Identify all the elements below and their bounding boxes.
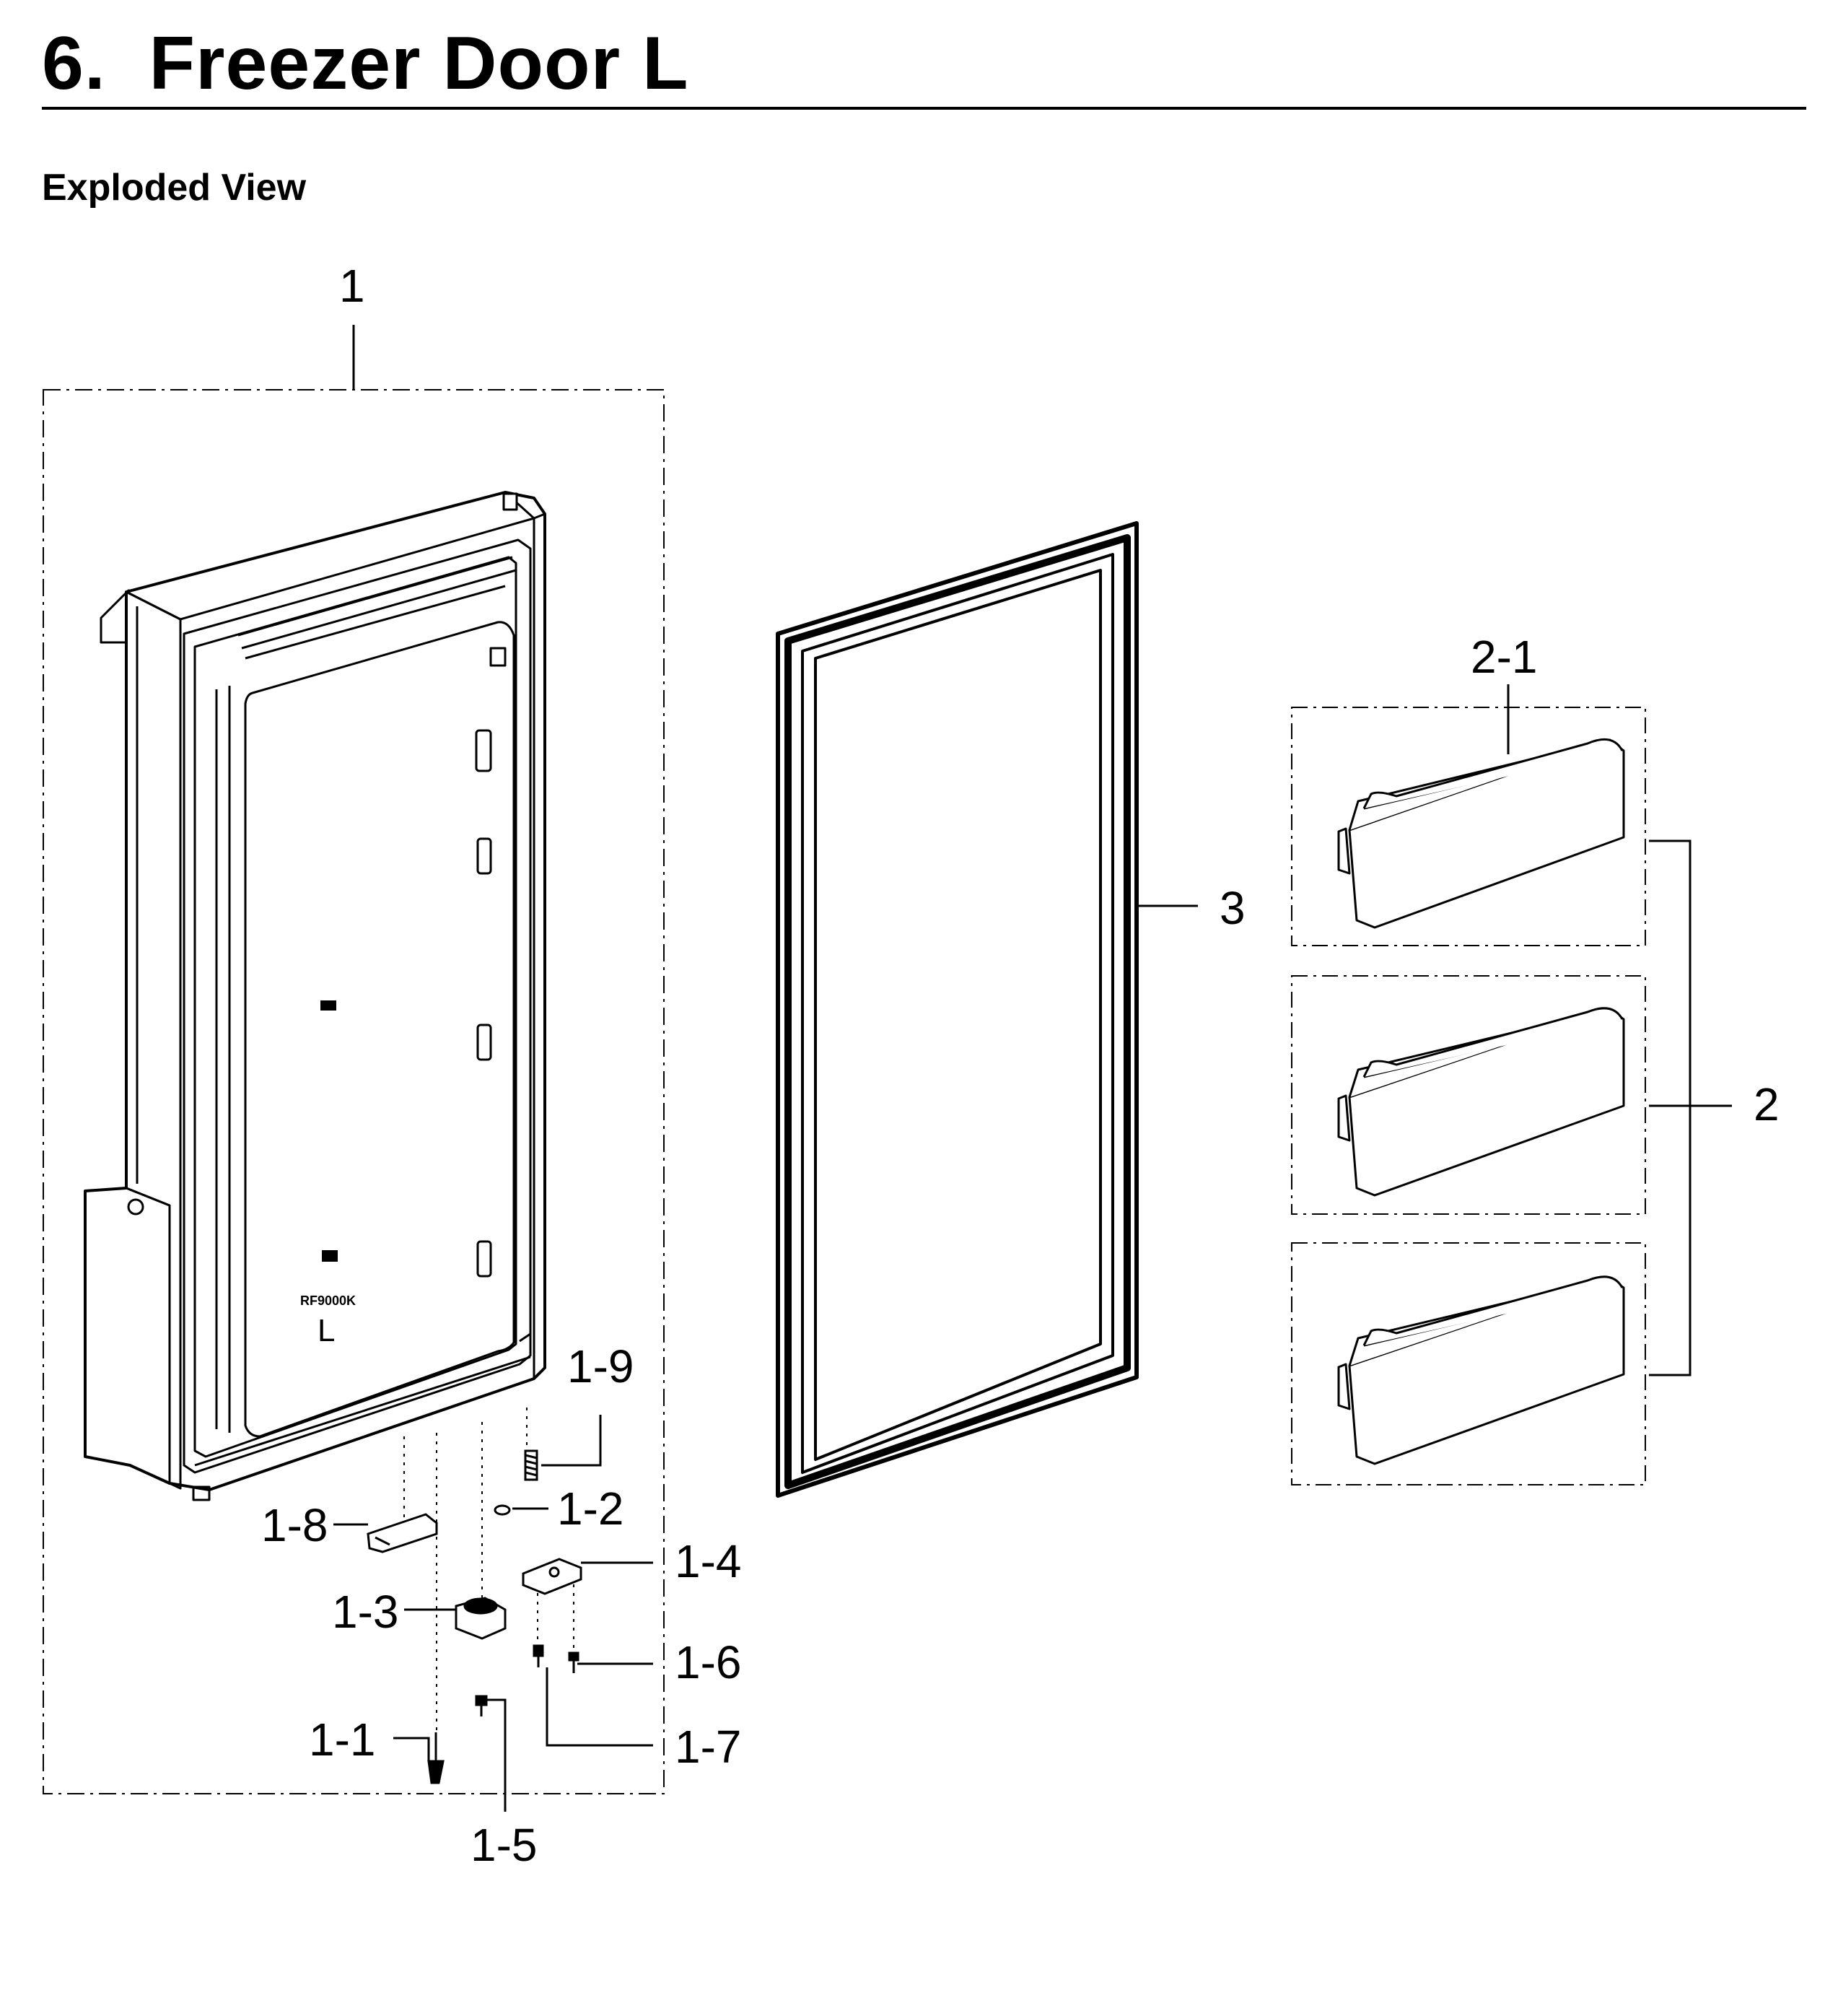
page-title: 6. Freezer Door L (42, 22, 689, 105)
callout-leader-1-9 (541, 1415, 602, 1467)
title-rule (42, 107, 1806, 110)
callout-leader-1-5 (485, 1698, 507, 1812)
door-top-rail-lower (245, 585, 506, 660)
callout-label-1-4: 1-4 (675, 1535, 742, 1587)
bins-group: 2-1 (1291, 631, 1780, 1485)
hinge-pin-part (427, 1732, 445, 1784)
gasket-inner (814, 569, 1102, 1461)
gasket-group: 3 (776, 521, 1246, 1498)
screw-part-1-5 (475, 1695, 488, 1716)
door-bin-2 (1337, 1007, 1625, 1197)
callout-leader-1-1 (393, 1737, 430, 1761)
door-shelf-clip-4 (476, 1240, 492, 1278)
washer-part (494, 1504, 511, 1516)
callout-label-1-2: 1-2 (557, 1483, 624, 1535)
door-side-marking: L (318, 1313, 335, 1348)
gasket-outer (776, 521, 1139, 1498)
callout-label-1-3: 1-3 (332, 1586, 399, 1638)
door-bottom-edge (194, 1332, 531, 1467)
section-heading: Exploded View (42, 167, 307, 209)
screw-part-1-7 (533, 1644, 544, 1667)
callout-label-1-1: 1-1 (309, 1714, 376, 1766)
callout-label-1: 1 (339, 260, 365, 312)
hinge-bracket-hole (548, 1566, 560, 1578)
door-assembly-group: RF9000K L (43, 260, 742, 1871)
door-shelf-clip-2 (476, 837, 492, 875)
door-lower-box (84, 1187, 171, 1485)
callout-leader-1-7 (546, 1667, 653, 1747)
spring-part (524, 1449, 538, 1481)
callout-label-3: 3 (1220, 882, 1246, 934)
callout-label-1-7: 1-7 (675, 1721, 742, 1773)
door-logo-plate-1 (320, 1000, 336, 1011)
door-outer-frame (84, 491, 546, 1491)
door-foot (192, 1485, 211, 1501)
door-stop-part (367, 1513, 438, 1553)
callout-label-2: 2 (1754, 1078, 1780, 1130)
door-logo-plate-2 (322, 1250, 338, 1262)
screw-part-1-6 (568, 1651, 579, 1673)
gasket-mid (801, 553, 1114, 1474)
callout-label-1-5: 1-5 (471, 1819, 538, 1871)
door-top-rail-upper (237, 556, 517, 650)
sub-part-leaders (333, 1415, 653, 1812)
door-dike-panel (244, 621, 515, 1438)
callout-bracket-2 (1649, 839, 1732, 1376)
door-bin-3 (1337, 1275, 1625, 1465)
callout-label-1-8: 1-8 (261, 1499, 328, 1551)
bin-box-3 (1291, 1242, 1646, 1485)
gasket-outer-band (784, 534, 1131, 1489)
assembly-guide-lines (403, 1408, 574, 1732)
callout-label-1-9: 1-9 (567, 1340, 634, 1392)
callout-label-1-6: 1-6 (675, 1636, 742, 1688)
door-gasket-channel (183, 538, 532, 1474)
door-bin-1 (1337, 738, 1625, 929)
door-right-face (533, 512, 546, 1380)
freezer-door-body (84, 491, 546, 1501)
bin-boxes (1291, 707, 1646, 1485)
callout-label-2-1: 2-1 (1471, 631, 1538, 683)
door-shelf-clip-3 (476, 1024, 492, 1061)
bin-box-1 (1291, 707, 1646, 946)
door-shelf-clip-1 (475, 729, 492, 772)
door-top-slot (489, 647, 507, 667)
door-model-marking: RF9000K (300, 1293, 356, 1308)
bin-box-2 (1291, 975, 1646, 1215)
door-lower-hole (127, 1198, 144, 1216)
hardware-parts (367, 1449, 582, 1784)
hinge-bushing-part (455, 1597, 507, 1640)
door-top-hinge-peg (502, 492, 518, 511)
